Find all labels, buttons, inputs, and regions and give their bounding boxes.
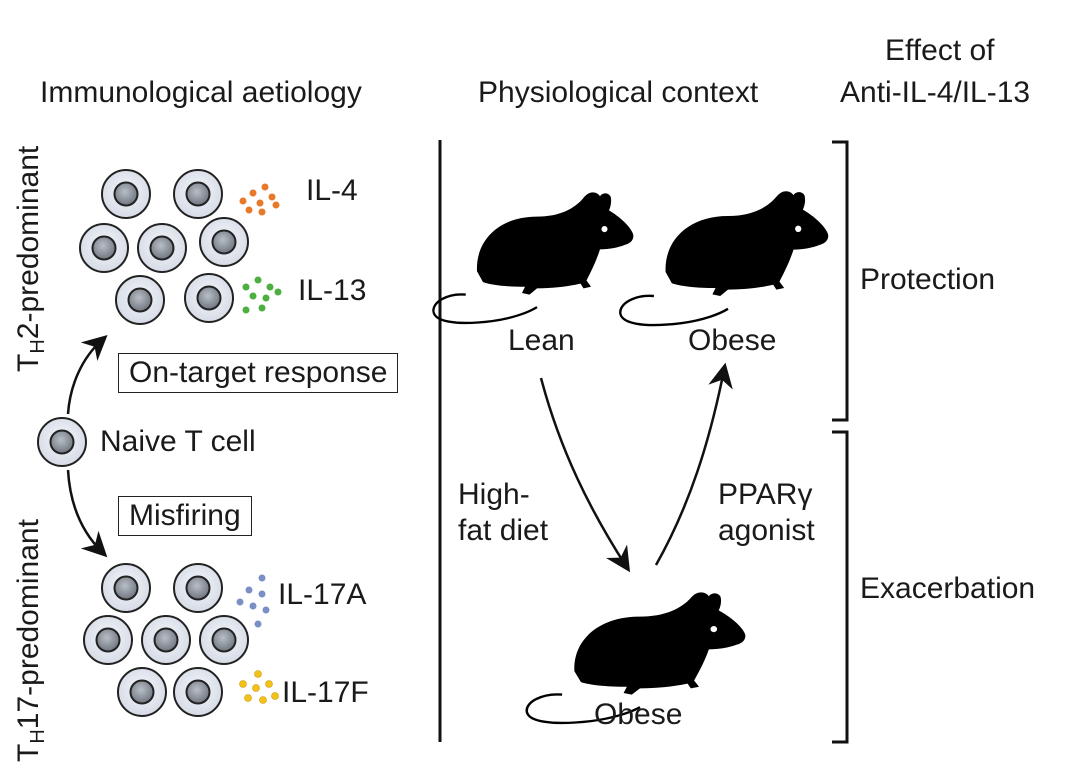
exacerbation-bracket <box>832 430 849 744</box>
arrow-high-fat-diet <box>539 377 631 573</box>
label-agonist: agonist <box>718 514 815 547</box>
label-il13: IL-13 <box>298 274 367 307</box>
label-naive-t-cell: Naive T cell <box>100 425 256 458</box>
il17f-cytokine-dots <box>239 670 279 704</box>
th2-cell-cluster <box>79 169 249 325</box>
misfiring-box: Misfiring <box>118 496 252 536</box>
protection-bracket <box>832 140 849 422</box>
heading-anti-il4-il13: Anti-IL-4/IL-13 <box>840 76 1031 109</box>
mouse-obese-top <box>619 189 830 327</box>
label-lean: Lean <box>508 324 575 357</box>
naive-t-cell <box>37 417 87 467</box>
th17-cell-cluster <box>83 563 249 717</box>
label-ppar-gamma: PPARγ <box>718 478 813 511</box>
label-obese-bottom: Obese <box>594 698 683 731</box>
label-obese-top: Obese <box>688 324 777 357</box>
heading-immunological-aetiology: Immunological aetiology <box>40 76 362 109</box>
arrow-ppar-agonist <box>654 362 733 566</box>
on-target-response-box: On-target response <box>118 353 399 393</box>
il13-cytokine-dots <box>242 276 282 314</box>
heading-effect-of: Effect of <box>885 34 995 67</box>
label-il4: IL-4 <box>306 174 358 207</box>
label-high: High- <box>458 478 530 511</box>
label-il17a: IL-17A <box>278 578 367 611</box>
mouse-lean <box>432 191 635 325</box>
label-protection: Protection <box>860 263 996 296</box>
arrow-to-th17 <box>66 469 108 558</box>
label-fat-diet: fat diet <box>458 514 549 547</box>
arrow-to-th2 <box>66 334 108 415</box>
label-exacerbation: Exacerbation <box>860 572 1036 605</box>
heading-physiological-context: Physiological context <box>478 76 759 109</box>
il4-cytokine-dots <box>239 183 280 216</box>
label-il17f: IL-17F <box>282 676 369 709</box>
il17a-cytokine-dots <box>236 574 270 628</box>
